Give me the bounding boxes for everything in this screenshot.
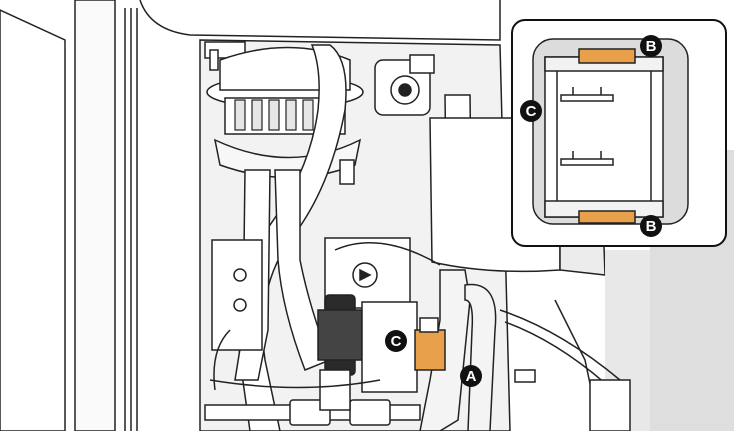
callout-c-inset: C [520, 100, 542, 122]
side-tubes [499, 299, 631, 431]
top-valve [374, 54, 435, 116]
frame-rails [124, 0, 501, 431]
solenoid-valve [317, 294, 446, 393]
callout-a: A [460, 365, 482, 387]
callout-b-top: B [640, 35, 662, 57]
bottom-tube [204, 329, 421, 426]
callout-b-bottom: B [640, 215, 662, 237]
left-side-panel [0, 0, 116, 431]
switch-detail-illustration [532, 38, 689, 225]
detail-inset [511, 19, 727, 247]
callout-c-main: C [385, 330, 407, 352]
